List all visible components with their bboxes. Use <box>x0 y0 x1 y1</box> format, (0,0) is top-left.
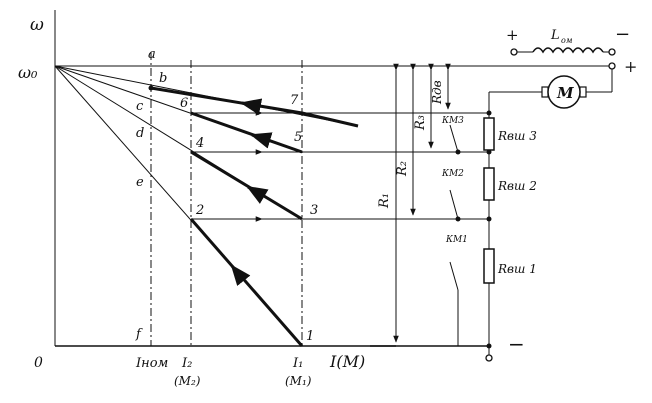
minus-bottom-label: − <box>508 332 525 356</box>
rvsh2-label: Rвш 2 <box>497 179 537 193</box>
arrow-7-b <box>239 98 263 115</box>
point-3-label: 3 <box>310 203 318 218</box>
point-b <box>148 85 154 91</box>
minus-top-label: − <box>615 24 630 45</box>
resistor-rvsh3 <box>483 117 495 151</box>
resistor-rvsh1 <box>483 248 495 284</box>
letter-b: b <box>159 71 167 86</box>
y-axis-label: ω <box>30 15 44 35</box>
letter-d: d <box>136 126 144 141</box>
segment-5-6 <box>190 111 303 154</box>
x-axis-label: I(M) <box>329 352 365 371</box>
tick-i1: I₁ <box>292 356 303 371</box>
km2-label: КМ2 <box>441 169 464 179</box>
field-winding-label: L <box>550 28 560 43</box>
r3-label: R₃ <box>413 115 428 131</box>
letter-c: c <box>136 99 144 114</box>
plus-top-label: + <box>506 26 519 44</box>
letter-f: f <box>135 327 143 342</box>
point-6-label: 6 <box>180 96 188 111</box>
rvsh3-label: Rвш 3 <box>497 129 537 143</box>
point-2-label: 2 <box>195 203 204 218</box>
node-top <box>486 110 492 116</box>
arrow-1-2 <box>230 264 251 287</box>
rvsh1-label: Rвш 1 <box>497 262 537 276</box>
terminal-plus-right <box>608 62 616 70</box>
motor-label: M <box>556 84 574 102</box>
arrow-3-4 <box>246 185 269 204</box>
motor-symbol: M <box>541 75 587 109</box>
node-bottom <box>486 343 492 349</box>
origin-label: 0 <box>34 355 43 371</box>
km1-contact <box>449 261 459 291</box>
point-7-label: 7 <box>290 93 299 108</box>
letter-e: e <box>136 175 144 190</box>
km2-contact <box>449 189 459 220</box>
point-4-label: 4 <box>195 136 204 151</box>
point-5-label: 5 <box>294 130 302 145</box>
field-winding-coil <box>532 47 604 54</box>
segment-b-7 <box>150 86 303 115</box>
segment-7-end <box>301 111 359 128</box>
node-bus2 <box>486 216 492 222</box>
km3-contact <box>449 124 459 153</box>
km3-label: КМ3 <box>441 116 464 126</box>
arrow-5-6 <box>249 132 273 149</box>
plus-right-label: + <box>624 57 637 76</box>
omega-zero-label: ω₀ <box>18 63 38 82</box>
tick-inom: Iном <box>135 356 168 371</box>
letter-a: a <box>148 47 156 62</box>
tick-i2: I₂ <box>181 356 192 371</box>
km1-label: КМ1 <box>445 235 468 245</box>
r1-label: R₁ <box>377 193 392 209</box>
terminal-minus-bottom <box>485 354 493 362</box>
segment-3-4 <box>190 150 303 221</box>
node-bus3 <box>486 149 492 155</box>
tick-m2: (M₂) <box>174 374 201 388</box>
tick-m1: (M₁) <box>285 374 312 388</box>
terminal-plus-top <box>510 48 518 56</box>
terminal-minus-top <box>608 48 616 56</box>
field-winding-subscript: ом <box>561 36 573 45</box>
resistor-rvsh2 <box>483 167 495 201</box>
segment-1-2 <box>189 218 304 347</box>
r2-label: R₂ <box>395 161 410 177</box>
point-1-label: 1 <box>306 329 314 344</box>
rdv-label: Rдв <box>430 80 444 105</box>
